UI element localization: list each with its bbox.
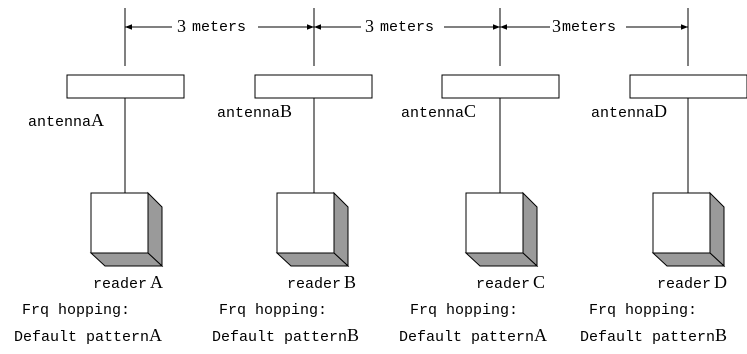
antenna-label-d: antennaD (591, 101, 667, 122)
dimension-2: 3 meters (314, 16, 500, 36)
antenna-label-c: antennaC (401, 101, 476, 122)
pattern-label-a: Default patternA (14, 325, 162, 346)
pattern-label-b: Default patternB (212, 325, 359, 346)
spacing-unit: meters (380, 19, 434, 36)
antenna-label-b: antennaB (217, 101, 292, 122)
antenna-a (66, 74, 185, 99)
spacing-unit: meters (192, 19, 246, 36)
antenna-c (441, 74, 560, 99)
reader-box-d (651, 191, 726, 268)
hop-label-a: Frq hopping: (22, 302, 130, 319)
antenna-label-a: antennaA (28, 110, 104, 131)
antenna-b (254, 74, 373, 99)
spacing-number: 3 (552, 16, 561, 36)
reader-box-c (464, 191, 539, 268)
dimension-1: 3 meters (125, 16, 314, 36)
spacing-unit: meters (562, 19, 616, 36)
spacing-number: 3 (177, 16, 186, 36)
antenna-d (629, 74, 747, 99)
hop-label-d: Frq hopping: (589, 302, 697, 319)
dimension-3: 3 meters (500, 16, 688, 36)
pattern-label-d: Default patternB (580, 325, 727, 346)
reader-box-a (89, 191, 164, 268)
pattern-label-c: Default patternA (399, 325, 547, 346)
dimension-ticks (124, 8, 689, 66)
hop-label-c: Frq hopping: (410, 302, 518, 319)
spacing-number: 3 (365, 16, 374, 36)
hop-label-b: Frq hopping: (219, 302, 327, 319)
reader-box-b (275, 191, 350, 268)
